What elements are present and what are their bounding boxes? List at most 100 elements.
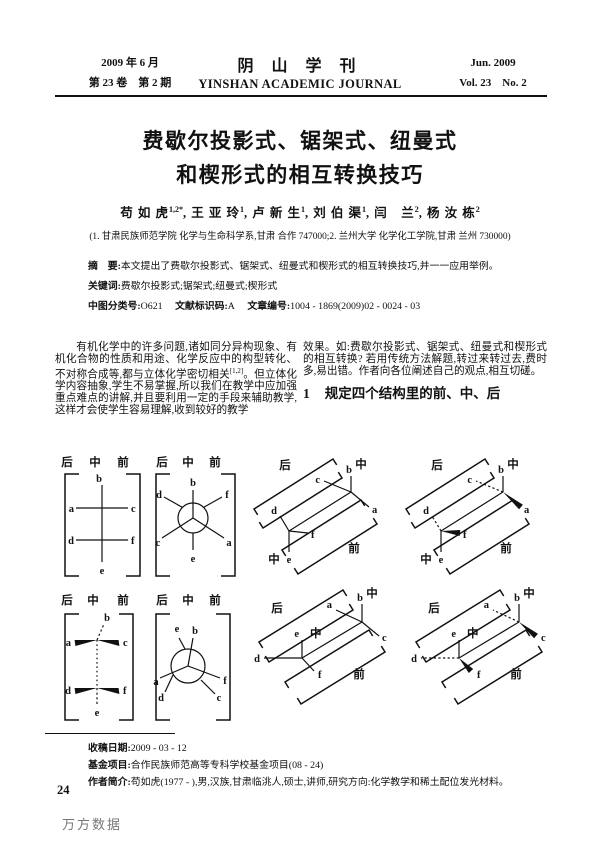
author-bio-value: 苟如虎(1977 - ),男,汉族,甘肃临洮人,硕士,讲师,研究方向:化学教学和… bbox=[130, 776, 509, 788]
fischer-projection-diagram-2: 后 中 前 b a c d f e bbox=[61, 593, 134, 721]
author-name: 苟 如 虎 bbox=[120, 206, 169, 220]
zone-label-middle: 中 bbox=[182, 455, 194, 469]
zone-label-middle: 中 bbox=[355, 457, 367, 471]
substituent-label: f bbox=[311, 530, 315, 541]
substituent-label: c bbox=[217, 693, 222, 704]
zone-label-middle: 中 bbox=[507, 457, 519, 471]
substituent-label: e bbox=[95, 708, 100, 719]
bracket-lines bbox=[252, 457, 379, 576]
byline: 苟 如 虎1,2*, 王 亚 玲1, 卢 新 生1, 刘 伯 渠1, 闫 兰2,… bbox=[0, 202, 600, 221]
substituent-label: e bbox=[451, 629, 456, 640]
substituent-label: d bbox=[158, 693, 164, 704]
substituent-label: c bbox=[123, 638, 128, 649]
substituent-label: a bbox=[153, 677, 159, 688]
keywords-text: 费歇尔投影式;锯架式;纽曼式;楔形式 bbox=[120, 281, 278, 292]
substituent-label: e bbox=[175, 624, 180, 635]
substituent-label: f bbox=[463, 530, 467, 541]
substituent-label: a bbox=[66, 638, 72, 649]
author-superscript: 2 bbox=[475, 204, 480, 214]
classification-line: 中图分类号:O621 文献标识码:A 文章编号:1004 - 1869(2009… bbox=[88, 297, 512, 317]
keywords-label: 关键词: bbox=[88, 281, 121, 292]
bracket-lines bbox=[155, 613, 231, 721]
article-no-value: 1004 - 1869(2009)02 - 0024 - 03 bbox=[290, 301, 421, 312]
received-date-value: 2009 - 03 - 12 bbox=[130, 743, 187, 754]
journal-name-en: YINSHAN ACADEMIC JOURNAL bbox=[198, 77, 402, 91]
zone-label-front: 前 bbox=[348, 541, 360, 555]
zone-label-middle: 中 bbox=[523, 586, 535, 600]
substituent-label: b bbox=[96, 474, 102, 485]
substituent-label: b bbox=[104, 613, 110, 624]
zone-label-middle: 中 bbox=[89, 455, 101, 469]
body-column-left: 有机化学中的许多问题,诸如同分异构现象、有机化合物的性质和用途、化学反应中的构型… bbox=[55, 342, 297, 417]
bond-lines bbox=[421, 604, 538, 673]
journal-name-cn: 阴 山 学 刊 bbox=[237, 58, 363, 75]
received-date-line: 收稿日期:2009 - 03 - 12 bbox=[88, 741, 553, 758]
author-name: 刘 伯 渠 bbox=[313, 206, 363, 220]
header-date-cn: 2009 年 6 月 bbox=[101, 57, 159, 69]
zone-label-middle: 中 bbox=[182, 593, 194, 607]
author-superscript: 1,2* bbox=[168, 204, 183, 214]
author-name: 杨 汝 栋 bbox=[427, 206, 476, 220]
substituent-label: c bbox=[156, 538, 161, 549]
bond-lines bbox=[161, 490, 225, 550]
doc-code-label: 文献标识码: bbox=[175, 301, 228, 312]
title-line-1: 费歇尔投影式、锯架式、纽曼式 bbox=[142, 129, 458, 153]
substituent-label: d bbox=[271, 506, 277, 517]
substituent-label: b bbox=[190, 478, 196, 489]
newman-circle bbox=[170, 648, 206, 684]
substituent-label: b bbox=[357, 593, 363, 604]
journal-name: 阴 山 学 刊 YINSHAN ACADEMIC JOURNAL bbox=[160, 52, 440, 92]
bond-lines bbox=[159, 637, 221, 695]
sawhorse-projection-diagram-2: 后 中 前 中 b a c e d f bbox=[254, 586, 387, 706]
zone-label-front: 前 bbox=[209, 455, 221, 469]
substituent-label: d bbox=[254, 654, 260, 665]
zone-label-front: 前 bbox=[500, 541, 512, 555]
paragraph-text: 有机化学中的许多问题,诸如同分异构现象、有机化合物的性质和用途、化学反应中的构型… bbox=[55, 342, 297, 381]
author-separator: , bbox=[418, 206, 423, 220]
bond-lines bbox=[264, 604, 380, 672]
author-separator: , bbox=[366, 206, 371, 220]
substituent-label: f bbox=[123, 686, 127, 697]
substituent-label: d bbox=[65, 686, 71, 697]
abstract-label: 摘 要: bbox=[88, 261, 121, 272]
footnotes: 收稿日期:2009 - 03 - 12 基金项目:合作民族师范高等专科学校基金项… bbox=[88, 741, 553, 791]
zone-label-middle: 中 bbox=[420, 552, 432, 566]
substituent-label: a bbox=[524, 505, 530, 516]
wedge-projection-diagram-1: 后 中 前 中 b c a d f e bbox=[404, 457, 531, 576]
bracket-lines bbox=[414, 588, 544, 706]
bracket-lines bbox=[155, 473, 236, 577]
zone-label-back: 后 bbox=[279, 458, 291, 472]
header-date-en: Jun. 2009 bbox=[470, 57, 516, 69]
zone-label-front: 前 bbox=[510, 667, 522, 681]
zone-label-middle: 中 bbox=[87, 593, 99, 607]
paragraph: 效果。如:费歇尔投影式、锯架式、纽曼式和楔形式的相互转换? 若用传统方法解题,转… bbox=[303, 342, 547, 377]
footnote-rule bbox=[45, 733, 175, 734]
substituent-label: a bbox=[372, 505, 378, 516]
zone-label-back: 后 bbox=[271, 601, 283, 615]
bracket-lines bbox=[64, 473, 141, 577]
zone-label-back: 后 bbox=[61, 593, 73, 607]
author-separator: , bbox=[243, 206, 249, 220]
title-line-2: 和楔形式的相互转换技巧 bbox=[176, 163, 424, 187]
substituent-label: f bbox=[223, 676, 227, 687]
substituent-label: f bbox=[131, 536, 135, 547]
substituent-label: c bbox=[315, 475, 320, 486]
author-separator: , bbox=[182, 206, 188, 220]
author-superscript: 1 bbox=[362, 204, 367, 214]
bond-lines bbox=[431, 476, 523, 552]
bracket-lines bbox=[257, 588, 387, 706]
author-bio-label: 作者简介: bbox=[88, 776, 131, 788]
substituent-label: e bbox=[287, 555, 292, 566]
substituent-label: d bbox=[68, 536, 74, 547]
fund-label: 基金项目: bbox=[88, 759, 131, 771]
zone-label-middle: 中 bbox=[366, 586, 378, 600]
sawhorse-projection-diagram-1: 后 中 前 中 b c a d f e bbox=[252, 457, 379, 576]
zone-label-front: 前 bbox=[117, 593, 129, 607]
fund-line: 基金项目:合作民族师范高等专科学校基金项目(08 - 24) bbox=[88, 758, 553, 775]
header-vol-no-en: Vol. 23 No. 2 bbox=[459, 77, 527, 89]
substituent-label: c bbox=[467, 475, 472, 486]
clc-label: 中图分类号: bbox=[88, 301, 141, 312]
abstract-text: 本文提出了费歇尔投影式、锯架式、纽曼式和楔形式的相互转换技巧,并一一应用举例。 bbox=[120, 261, 499, 272]
substituent-label: f bbox=[477, 670, 481, 681]
bond-lines bbox=[279, 476, 370, 552]
